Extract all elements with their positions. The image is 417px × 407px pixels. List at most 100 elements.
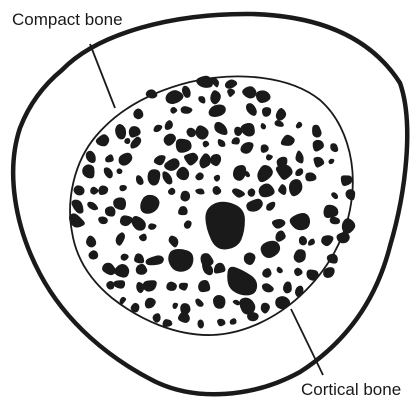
- trabecular-pore: [324, 205, 339, 218]
- trabecular-pore: [89, 250, 99, 259]
- trabecular-pore: [119, 153, 133, 166]
- trabecular-pore: [130, 137, 141, 149]
- trabecular-pore: [98, 217, 108, 225]
- trabecular-pore: [198, 280, 210, 292]
- trabecular-pore: [227, 89, 235, 97]
- trabecular-pore: [165, 120, 173, 130]
- trabecular-pore: [106, 281, 114, 290]
- trabecular-pore: [313, 140, 324, 152]
- trabecular-pore: [276, 165, 293, 180]
- trabecular-pore: [74, 185, 85, 195]
- trabecular-pore: [240, 123, 254, 136]
- trabecular-pore: [230, 318, 237, 324]
- trabecular-pore: [275, 230, 285, 241]
- trabecular-pore: [133, 109, 143, 120]
- trabecular-pore: [308, 239, 315, 246]
- trabecular-pore: [113, 197, 126, 210]
- trabecular-pore: [246, 199, 263, 212]
- trabecular-pore: [341, 175, 352, 186]
- trabecular-pore: [162, 171, 172, 184]
- trabecular-pore: [82, 164, 94, 178]
- trabecular-pore: [342, 218, 355, 233]
- trabecular-pore: [115, 124, 126, 139]
- trabecular-pore: [256, 90, 271, 103]
- trabecular-pore: [96, 134, 109, 146]
- trabecular-pore: [164, 158, 179, 171]
- trabecular-pore: [290, 213, 310, 230]
- trabecular-pore: [197, 320, 204, 329]
- trabecular-pore: [116, 168, 122, 174]
- trabecular-pore: [195, 299, 203, 307]
- trabecular-pore: [295, 151, 303, 164]
- trabecular-pore: [143, 280, 157, 291]
- trabecular-pore: [87, 202, 98, 210]
- trabecular-pore: [131, 216, 145, 231]
- trabecular-pore: [195, 172, 203, 180]
- trabecular-pore: [178, 206, 188, 215]
- trabecular-pore: [121, 254, 129, 261]
- trabecular-pore: [163, 319, 173, 327]
- trabecular-pore: [261, 123, 266, 129]
- trabecular-pore: [148, 169, 161, 185]
- trabecular-pore: [272, 219, 285, 229]
- trabecular-pore: [233, 165, 246, 181]
- trabecular-pore: [136, 175, 144, 185]
- trabecular-pore: [261, 241, 281, 258]
- trabecular-pore: [198, 96, 205, 103]
- trabecular-pore: [330, 143, 338, 152]
- trabecular-pore: [72, 200, 84, 214]
- trabecular-pore: [295, 168, 303, 176]
- trabecular-pore: [164, 134, 176, 146]
- trabecular-pore: [213, 186, 222, 195]
- trabecular-pore: [184, 220, 192, 228]
- trabecular-pore: [140, 195, 159, 214]
- trabecular-pore: [246, 103, 257, 116]
- trabecular-pore: [205, 202, 245, 250]
- trabecular-pore: [154, 155, 166, 165]
- trabecular-pore: [261, 144, 269, 152]
- trabecular-pore: [225, 80, 237, 89]
- trabecular-pore: [257, 165, 273, 182]
- trabecular-pore: [275, 296, 290, 309]
- trabecular-pore: [170, 107, 177, 114]
- trabecular-pore: [105, 206, 116, 216]
- trabecular-pore: [98, 185, 108, 195]
- trabecular-pore: [227, 267, 257, 296]
- trabecular-pore: [262, 268, 271, 278]
- trabecular-pore: [114, 264, 129, 278]
- trabecular-pore: [120, 297, 127, 305]
- trabecular-pore: [266, 154, 273, 160]
- trabecular-pore: [90, 187, 98, 195]
- cortical-bone-label: Cortical bone: [301, 381, 401, 398]
- trabecular-pore: [184, 153, 198, 166]
- trabecular-pore: [242, 86, 256, 98]
- trabecular-pore: [321, 235, 333, 246]
- trabecular-pore: [294, 249, 306, 263]
- trabecular-pore: [124, 138, 130, 144]
- trabecular-pore: [209, 104, 226, 117]
- trabecular-pore: [275, 120, 284, 127]
- trabecular-pore: [210, 90, 221, 104]
- trabecular-pore: [313, 157, 324, 168]
- trabecular-pore: [199, 153, 210, 168]
- trabecular-pores: [69, 76, 355, 329]
- trabecular-pore: [214, 263, 226, 274]
- trabecular-pore: [312, 125, 322, 138]
- trabecular-pore: [213, 295, 225, 309]
- trabecular-pore: [214, 175, 220, 182]
- trabecular-pore: [266, 202, 275, 211]
- trabecular-pore: [120, 215, 133, 226]
- trabecular-pore: [283, 282, 292, 294]
- trabecular-pore: [210, 154, 221, 166]
- trabecular-pore: [296, 122, 302, 129]
- trabecular-pore: [281, 135, 295, 146]
- trabecular-pore: [217, 319, 225, 327]
- compact-bone-leader-line: [90, 44, 115, 108]
- trabecular-pore: [262, 283, 274, 292]
- trabecular-pore: [259, 183, 275, 197]
- trabecular-pore: [295, 286, 303, 298]
- trabecular-pore: [306, 270, 318, 281]
- trabecular-pore: [289, 179, 302, 196]
- trabecular-pore: [105, 154, 114, 162]
